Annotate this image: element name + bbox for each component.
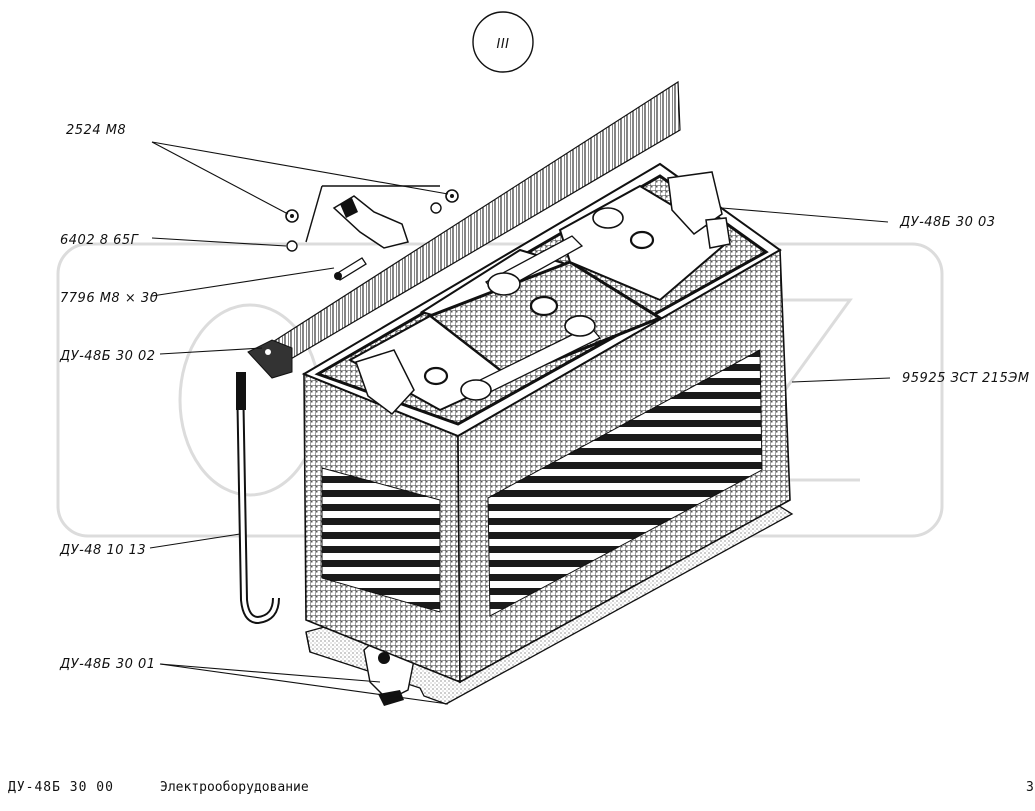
bolt-icon — [334, 257, 367, 281]
callout-rod: ДУ-48 10 13 — [59, 543, 146, 558]
view-marker: III — [472, 11, 534, 73]
clamp-icon — [332, 195, 409, 249]
callout-base: ДУ-48Б 30 01 — [59, 657, 156, 672]
bracket-plate — [247, 339, 293, 379]
callout-bolt: 7796 M8 × 30 — [60, 291, 158, 306]
washer-icon — [430, 202, 442, 214]
callout-battery: 95925 ЗСТ 215ЭМ — [902, 371, 1030, 386]
callout-washer: 6402 8 65Г — [60, 233, 140, 248]
battery-body — [301, 162, 791, 684]
callout-bracket: ДУ-48Б 30 02 — [59, 349, 156, 364]
view-marker-label: III — [496, 37, 509, 52]
leader-lines — [149, 141, 891, 705]
footer-drawing-code: ДУ-48Б 30 00 — [8, 780, 114, 795]
hardware-parts — [285, 185, 459, 281]
hook-rod — [236, 372, 280, 625]
callout-nut: 2524 M8 — [66, 123, 126, 138]
footer-page-number: 3 — [1026, 780, 1034, 795]
callout-terminal: ДУ-48Б 30 03 — [899, 215, 996, 230]
footer-title: Электрооборудование — [160, 780, 309, 795]
